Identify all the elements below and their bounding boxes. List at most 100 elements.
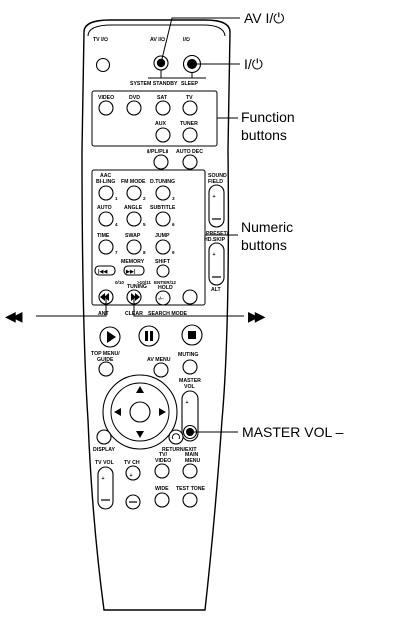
tuner-button[interactable] [182, 127, 198, 143]
alt-button[interactable] [182, 289, 198, 305]
power-label: I/⏻ [183, 36, 191, 43]
num-7-label: 7 [115, 250, 118, 255]
tv-video-button[interactable] [154, 463, 170, 479]
muting-button[interactable] [182, 359, 198, 375]
dpad-down-icon[interactable] [136, 431, 144, 438]
preset-label-1: PRESET/ [206, 231, 229, 237]
video-button[interactable] [98, 100, 114, 116]
num-9-label: 9 [172, 250, 175, 255]
enter-label: ENTER/12 [154, 280, 176, 285]
test-tone-label: TEST TONE [176, 486, 206, 492]
return-button[interactable] [168, 429, 184, 445]
auto-dec-button[interactable] [182, 154, 198, 170]
callout-master-vol-minus: MASTER VOL – [242, 424, 344, 440]
remote-body-inner-edge [87, 24, 226, 37]
preset-plus-icon: + [213, 252, 216, 258]
prev-icon: |◀◀ [98, 269, 107, 275]
dpad-left-icon[interactable] [114, 408, 121, 416]
tv-button[interactable] [182, 100, 198, 116]
wide-button[interactable] [154, 492, 170, 508]
sound-field-label-2: FIELD [208, 179, 223, 185]
time-button[interactable] [98, 239, 114, 255]
callout-function-1: Function [241, 109, 295, 125]
dpad-right-icon[interactable] [159, 408, 166, 416]
main-menu-label-1: MAIN [185, 452, 199, 458]
jump-button[interactable] [155, 239, 171, 255]
dvd-button[interactable] [126, 100, 142, 116]
ant-label: ANT [98, 311, 109, 317]
dash-button[interactable] [155, 290, 171, 306]
sat-label: SAT [157, 95, 168, 101]
callout-numeric-2: buttons [241, 237, 287, 253]
auto-label: AUTO [97, 205, 112, 211]
tv-ch-plus-icon: + [130, 473, 133, 479]
preset-rocker[interactable] [208, 242, 225, 286]
prev-button[interactable] [94, 265, 116, 276]
angle-button[interactable] [126, 211, 142, 227]
av-power-leader [160, 17, 240, 64]
subtitle-button[interactable] [155, 211, 171, 227]
aux-button[interactable] [155, 127, 171, 143]
aux-label: AUX [155, 121, 166, 127]
next-button[interactable] [123, 265, 145, 276]
auto-dec-label: AUTO DEC [176, 149, 203, 155]
zero-label: 0/10 [115, 280, 124, 285]
num-8-label: 8 [143, 250, 146, 255]
swap-button[interactable] [126, 239, 142, 255]
ten-label: >10/11 [137, 280, 151, 285]
aac-button[interactable] [98, 185, 114, 201]
plii-label: Ⅱ/PL/PLⅡ [147, 148, 169, 155]
sleep-label: SLEEP [181, 81, 199, 87]
top-menu-button[interactable] [98, 361, 114, 377]
callout-power: I/⏻ [244, 56, 263, 72]
return-icon [172, 433, 180, 440]
plii-button[interactable] [153, 154, 169, 170]
tv-vol-label: TV VOL [95, 460, 115, 466]
swap-label: SWAP [125, 233, 141, 239]
tv-vol-plus-icon: + [102, 476, 105, 482]
shift-button[interactable] [156, 264, 170, 278]
forward-leader [133, 297, 244, 317]
hold-label: HOLD [158, 285, 173, 291]
dpad-center-button[interactable] [129, 401, 151, 423]
dpad-up-icon[interactable] [136, 386, 144, 393]
tv-label: TV [186, 95, 193, 101]
dpad-inner-ring [110, 382, 170, 442]
aac-label-2: BI-LING [96, 179, 115, 185]
preset-label-2: HD.SKIP [204, 237, 226, 243]
tv-vol-rocker[interactable] [97, 466, 114, 510]
return-exit-label: RETURN/EXIT [162, 447, 197, 453]
auto-button[interactable] [98, 211, 114, 227]
forward-icon [131, 293, 140, 301]
callout-function-2: buttons [241, 127, 287, 143]
system-standby-bracket [148, 70, 206, 79]
d-tuning-button[interactable] [155, 185, 171, 201]
angle-label: ANGLE [124, 205, 143, 211]
sound-field-label-1: SOUND [208, 173, 227, 179]
display-button[interactable] [96, 429, 112, 445]
master-vol-plus-icon: + [186, 400, 189, 406]
main-menu-label-2: MENU [185, 458, 201, 464]
top-menu-label-2: GUIDE [97, 357, 114, 363]
tv-power-button[interactable] [95, 57, 111, 73]
num-1-label: 1 [115, 196, 118, 201]
memory-label: MEMORY [121, 259, 145, 265]
pause-button[interactable] [138, 325, 160, 347]
av-menu-label: AV MENU [147, 357, 171, 363]
main-menu-button[interactable] [182, 463, 198, 479]
sound-field-rocker[interactable] [208, 184, 225, 228]
jump-label: JUMP [155, 233, 170, 239]
sound-field-plus-icon: + [213, 194, 216, 200]
sat-button[interactable] [155, 100, 171, 116]
fm-mode-button[interactable] [126, 185, 142, 201]
tuning-label: TUNING [127, 284, 147, 290]
callout-rewind: ◀◀ [5, 308, 23, 324]
rewind-leader [36, 297, 107, 317]
av-menu-button[interactable] [153, 362, 169, 378]
num-4-label: 4 [115, 222, 118, 227]
test-tone-button[interactable] [182, 492, 198, 508]
callout-av-power: AV I/⏻ [244, 10, 284, 26]
tv-ch-plus-button[interactable] [125, 465, 141, 481]
num-6-label: 6 [172, 222, 175, 227]
